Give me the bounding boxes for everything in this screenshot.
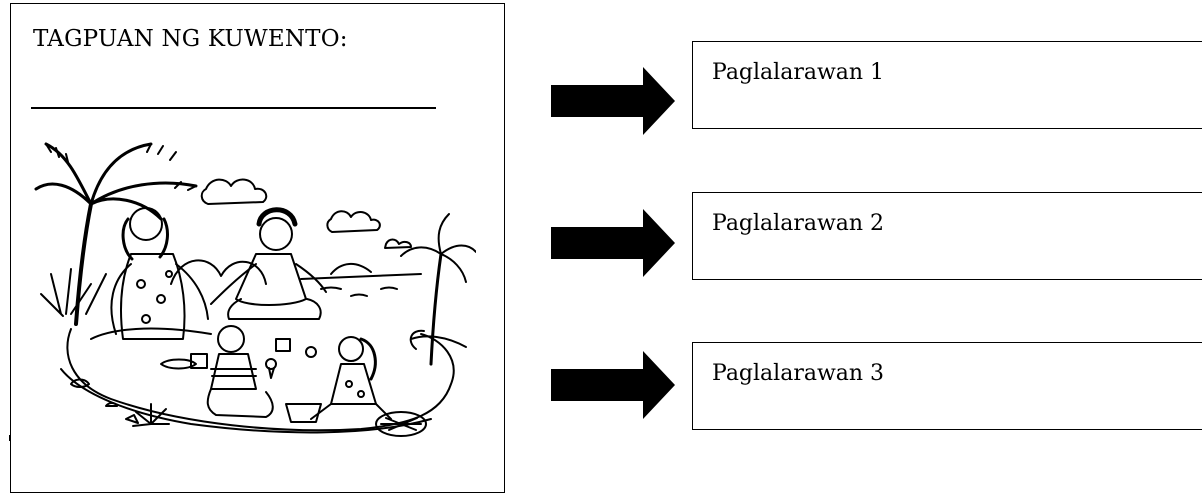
description-box-1[interactable]: Paglalarawan 1	[692, 41, 1202, 129]
description-box-3[interactable]: Paglalarawan 3	[692, 342, 1202, 430]
right-arrow-icon	[551, 67, 675, 135]
description-box-2[interactable]: Paglalarawan 2	[692, 192, 1202, 280]
beach-picnic-illustration	[34, 142, 476, 437]
right-arrow-icon	[551, 209, 675, 277]
description-label-3: Paglalarawan 3	[712, 361, 885, 386]
setting-panel: TAGPUAN NG KUWENTO:	[10, 3, 505, 493]
answer-line	[31, 107, 436, 109]
description-label-2: Paglalarawan 2	[712, 211, 885, 236]
tick-mark	[9, 435, 10, 441]
setting-title: TAGPUAN NG KUWENTO:	[33, 26, 348, 52]
description-label-1: Paglalarawan 1	[712, 60, 885, 85]
right-arrow-icon	[551, 351, 675, 419]
